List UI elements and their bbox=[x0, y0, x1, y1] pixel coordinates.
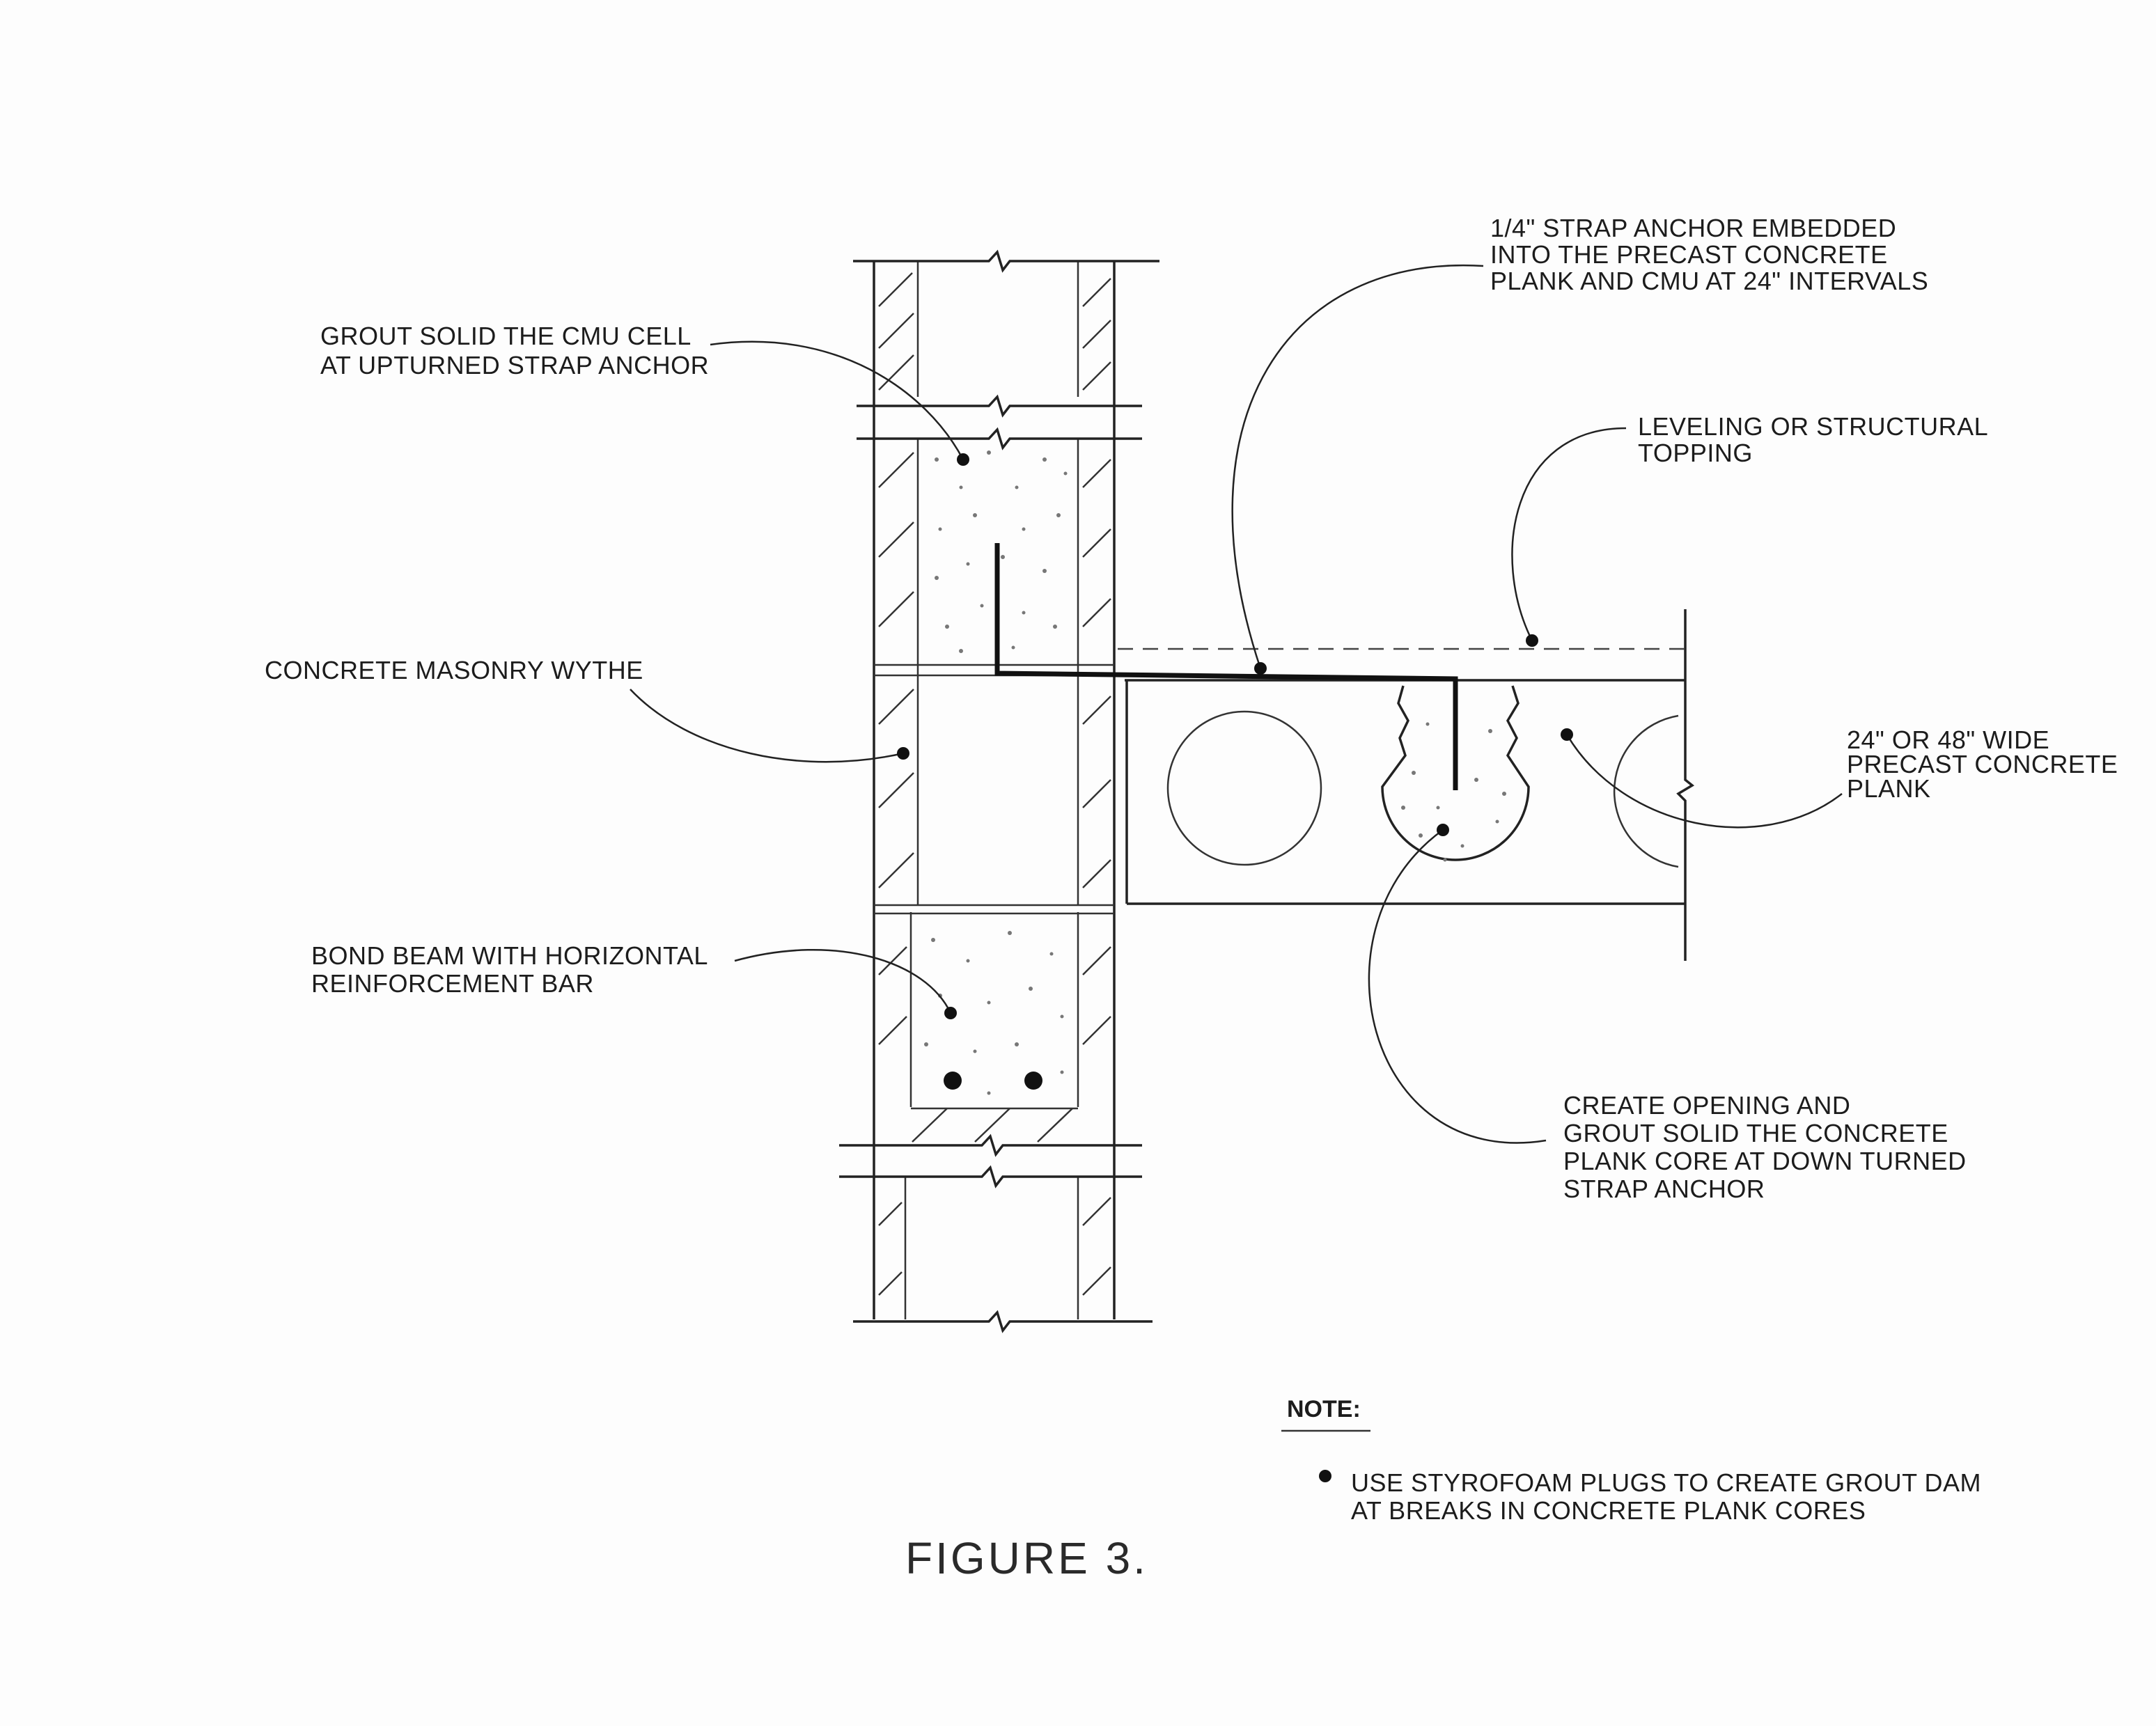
note-item: USE STYROFOAM PLUGS TO CREATE GROUT DAM … bbox=[1351, 1468, 1988, 1525]
reinforcement-bar bbox=[1024, 1072, 1042, 1090]
label-grout-cmu: GROUT SOLID THE CMU CELL AT UPTURNED STR… bbox=[320, 322, 709, 379]
label-plank: 24" OR 48" WIDE PRECAST CONCRETE PLANK bbox=[1847, 725, 2125, 803]
label-grout-core: CREATE OPENING AND GROUT SOLID THE CONCR… bbox=[1563, 1091, 1974, 1203]
grout-fill-upper bbox=[935, 450, 1068, 653]
precast-plank bbox=[1118, 609, 1692, 961]
leaders bbox=[630, 265, 1842, 1143]
label-masonry-wythe: CONCRETE MASONRY WYTHE bbox=[265, 656, 643, 684]
label-bond-beam: BOND BEAM WITH HORIZONTAL REINFORCEMENT … bbox=[311, 941, 714, 998]
reinforcement-bar bbox=[944, 1072, 962, 1090]
cmu-wall bbox=[839, 252, 1159, 1331]
note-bullet bbox=[1319, 1470, 1331, 1482]
note-heading: NOTE: bbox=[1287, 1396, 1361, 1422]
figure-title: FIGURE 3. bbox=[905, 1533, 1148, 1583]
note-block: NOTE: USE STYROFOAM PLUGS TO CREATE GROU… bbox=[1281, 1396, 1988, 1525]
strap-anchor bbox=[997, 543, 1455, 790]
grout-fill-plank-core bbox=[1401, 722, 1506, 862]
label-strap-anchor: 1/4" STRAP ANCHOR EMBEDDED INTO THE PREC… bbox=[1490, 214, 1928, 295]
label-topping: LEVELING OR STRUCTURAL TOPPING bbox=[1638, 412, 1994, 467]
